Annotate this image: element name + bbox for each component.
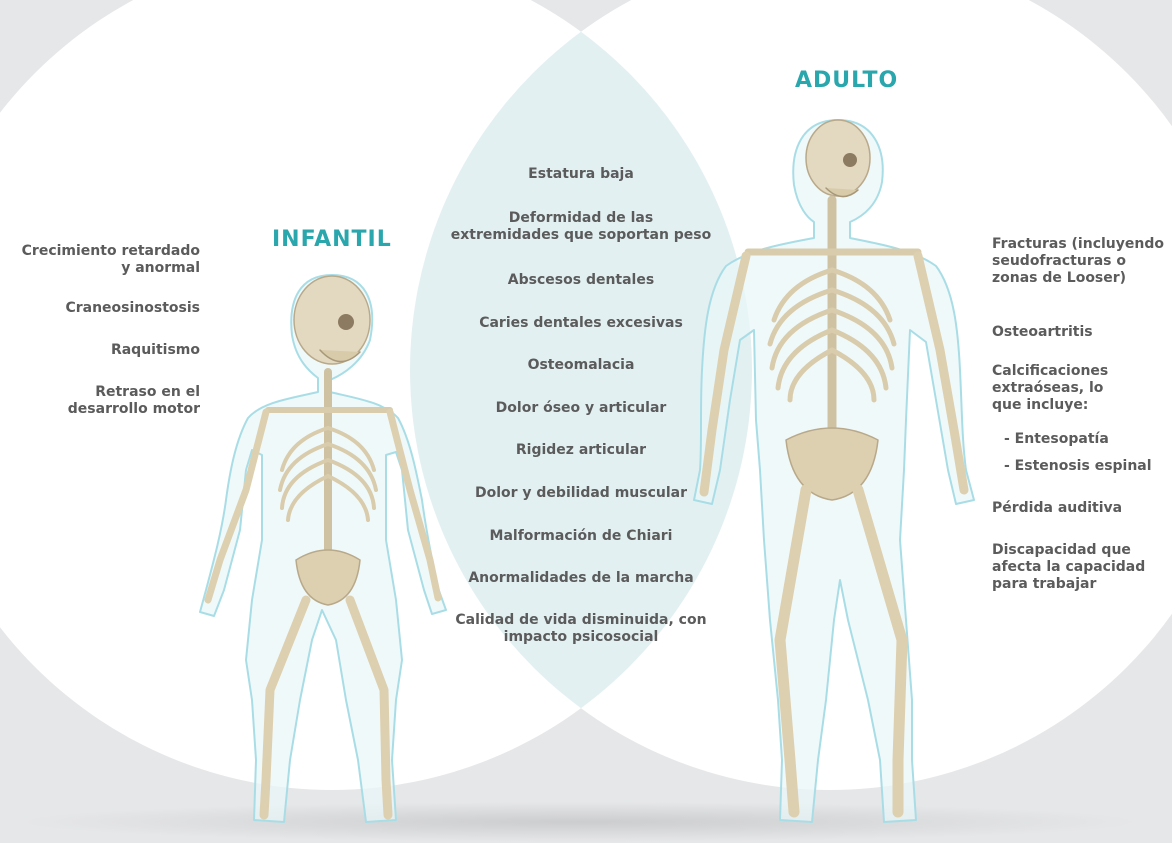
left-item: Raquitismo — [111, 342, 200, 359]
right-item: Calcificaciones extraóseas, lo que inclu… — [992, 363, 1108, 414]
right-item: Osteoartritis — [992, 324, 1093, 341]
shared-item: Abscesos dentales — [400, 272, 762, 289]
left-item: Crecimiento retardado y anormal — [22, 243, 200, 277]
right-item: - Entesopatía — [1004, 431, 1109, 448]
right-item: Fracturas (incluyendo seudofracturas o z… — [992, 236, 1164, 287]
shared-item: Calidad de vida disminuida, con impacto … — [400, 612, 762, 646]
adult-eye-socket — [843, 153, 857, 167]
shared-item: Rigidez articular — [400, 442, 762, 459]
left-item: Retraso en el desarrollo motor — [68, 384, 200, 418]
floor-shadow — [20, 802, 1140, 842]
shared-item: Estatura baja — [400, 166, 762, 183]
shared-item: Anormalidades de la marcha — [400, 570, 762, 587]
shared-item: Dolor óseo y articular — [400, 400, 762, 417]
adulto-heading: ADULTO — [795, 68, 898, 93]
left-item: Craneosinostosis — [65, 300, 200, 317]
shared-item: Malformación de Chiari — [400, 528, 762, 545]
shared-item: Dolor y debilidad muscular — [400, 485, 762, 502]
infantil-heading: INFANTIL — [272, 227, 392, 252]
child-eye-socket — [338, 314, 354, 330]
shared-item: Osteomalacia — [400, 357, 762, 374]
right-item: Discapacidad que afecta la capacidad par… — [992, 542, 1145, 593]
shared-item: Caries dentales excesivas — [400, 315, 762, 332]
adult-skull — [806, 120, 870, 196]
shared-item: Deformidad de las extremidades que sopor… — [400, 210, 762, 244]
right-item: Pérdida auditiva — [992, 500, 1122, 517]
right-item: - Estenosis espinal — [1004, 458, 1152, 475]
